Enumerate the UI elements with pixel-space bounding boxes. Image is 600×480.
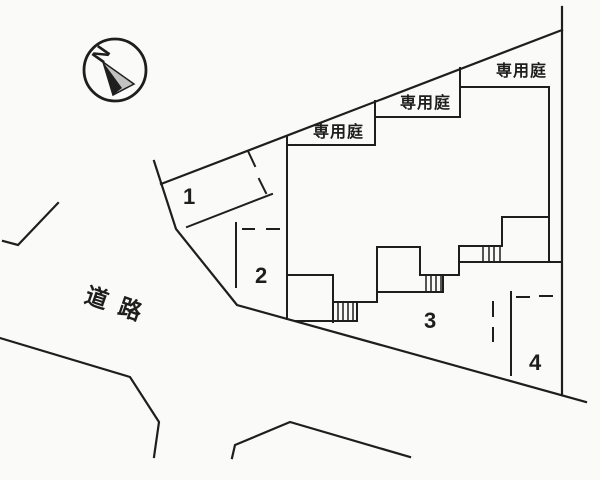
stair-hatch-middle xyxy=(425,274,442,293)
compass-circle xyxy=(82,37,148,103)
parking-number-4: 4 xyxy=(529,350,542,375)
road-edge-lines xyxy=(0,201,412,460)
garden-label-3: 専用庭 xyxy=(496,63,548,80)
parking-number-2: 2 xyxy=(255,263,268,288)
garden-label-2: 専用庭 xyxy=(400,95,452,112)
parking-number-3: 3 xyxy=(424,308,437,333)
stair-hatch-east xyxy=(482,245,501,263)
garden-boxes xyxy=(286,67,550,146)
building-outline xyxy=(286,86,562,323)
parking-number-1: 1 xyxy=(183,184,196,209)
boundary-lines xyxy=(152,5,588,404)
garden-label-1: 専用庭 xyxy=(313,124,365,141)
parking-dividers xyxy=(185,149,553,376)
compass xyxy=(82,37,148,103)
compass-needle-dark-half xyxy=(103,62,122,95)
stair-hatch-west xyxy=(337,302,354,322)
